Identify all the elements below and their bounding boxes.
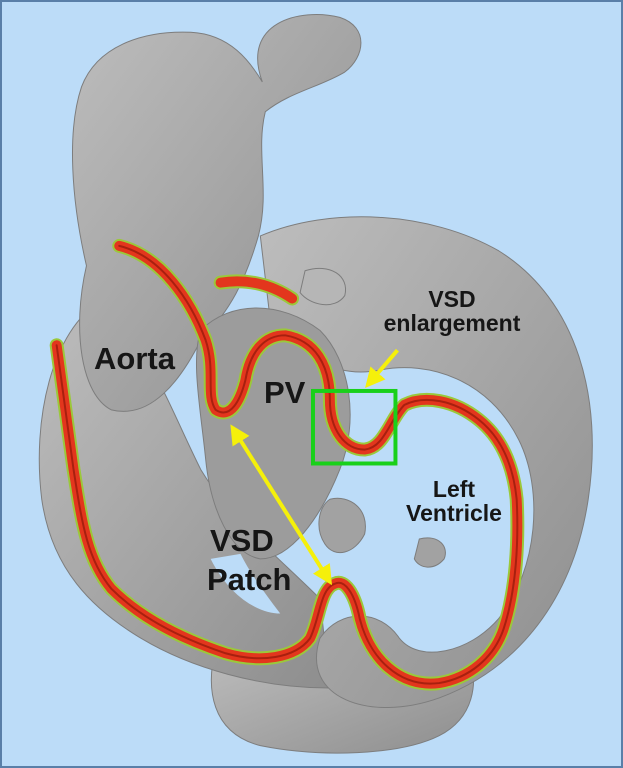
- label-vsd-enlargement-line2: enlargement: [372, 311, 532, 335]
- label-vsd-patch: VSD Patch: [207, 522, 291, 600]
- label-vsd-patch-line1: VSD: [207, 522, 291, 561]
- label-vsd-enlargement-line1: VSD: [372, 287, 532, 311]
- papillary-muscle-2: [414, 538, 445, 567]
- label-vsd-enlargement: VSD enlargement: [372, 287, 532, 335]
- label-left-ventricle-line1: Left: [394, 477, 514, 501]
- opening-right: [409, 426, 440, 459]
- papillary-muscle: [319, 498, 365, 552]
- label-left-ventricle: Left Ventricle: [394, 477, 514, 525]
- label-pv: PV: [264, 377, 305, 410]
- label-vsd-patch-line2: Patch: [207, 561, 291, 600]
- label-left-ventricle-line2: Ventricle: [394, 501, 514, 525]
- label-aorta: Aorta: [94, 343, 175, 376]
